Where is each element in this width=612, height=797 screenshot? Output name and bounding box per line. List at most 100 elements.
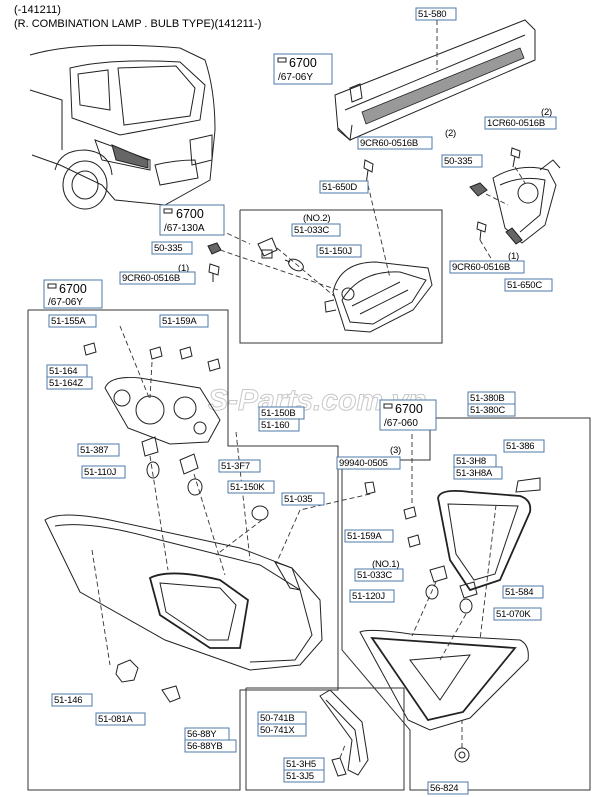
svg-text:51-387: 51-387: [80, 445, 108, 456]
clip-50-335-left: [207, 242, 222, 255]
part-label[interactable]: 51-035: [281, 492, 325, 506]
part-label[interactable]: 51-164: [46, 364, 88, 378]
svg-text:56-88YB: 56-88YB: [187, 741, 223, 752]
part-label[interactable]: 51-033C: [291, 223, 341, 237]
part-label[interactable]: 50-741X: [257, 723, 307, 737]
svg-text:51-3F7: 51-3F7: [221, 461, 250, 472]
part-label[interactable]: 50-335: [441, 154, 483, 168]
qty-note: (1): [178, 263, 189, 274]
svg-text:51-033C: 51-033C: [294, 225, 329, 236]
socket-51-3f7: [179, 453, 199, 475]
part-label[interactable]: 9CR60-0516B: [119, 271, 196, 285]
part-label[interactable]: 51-3H8: [453, 454, 497, 468]
bulb-51-150k: [187, 478, 203, 496]
part-label[interactable]: 51-380C: [467, 403, 516, 417]
frames: [27, 209, 591, 791]
cap-51-035: [251, 505, 269, 521]
ref-6700-left[interactable]: 6700 /67-06Y: [43, 279, 103, 309]
svg-text:51-580: 51-580: [418, 9, 446, 20]
part-label[interactable]: 51-150J: [316, 244, 362, 258]
svg-text:50-335: 50-335: [154, 243, 182, 254]
rear-fog-lamp-assembly: [324, 261, 433, 333]
part-label[interactable]: 51-146: [51, 693, 93, 707]
combination-lamp-right: [359, 629, 529, 731]
part-label[interactable]: 51-386: [503, 439, 545, 453]
qty-note: (3): [390, 445, 401, 456]
ref-6700-130a[interactable]: 6700 /67-130A: [159, 204, 225, 236]
svg-text:9CR60-0516B: 9CR60-0516B: [452, 262, 510, 273]
svg-text:51-3H8: 51-3H8: [456, 456, 486, 467]
part-label[interactable]: 51-150K: [227, 480, 275, 494]
part-labels[interactable]: 51-580 9CR60-0516B 1CR60-0516B 50-335 51…: [46, 7, 557, 795]
part-label[interactable]: 51-580: [415, 7, 457, 21]
part-label[interactable]: 51-159A: [344, 529, 394, 543]
ref-sub: /67-06Y: [48, 297, 83, 308]
svg-text:51-120J: 51-120J: [352, 591, 385, 602]
part-label[interactable]: 51-584: [502, 585, 544, 599]
socket-51-033c-right: [425, 565, 448, 600]
svg-text:51-160: 51-160: [261, 420, 289, 431]
ref-code: 6700: [59, 282, 87, 296]
part-label[interactable]: 51-033C: [354, 568, 404, 582]
svg-text:51-3H8A: 51-3H8A: [456, 468, 493, 479]
part-label[interactable]: 51-650C: [504, 278, 553, 292]
part-label[interactable]: 51-120J: [349, 589, 395, 603]
part-label[interactable]: 1CR60-0516B: [484, 116, 557, 130]
ref-sub: /67-06Y: [278, 72, 313, 83]
part-label[interactable]: 51-380B: [467, 391, 516, 405]
socket-51-387: [141, 436, 159, 457]
svg-text:51-150B: 51-150B: [261, 408, 296, 419]
part-label[interactable]: 51-159A: [159, 314, 209, 328]
part-label[interactable]: 51-110J: [81, 465, 126, 479]
reflector-lamp-right: [492, 159, 561, 245]
bulb-51-150j: [284, 258, 304, 272]
part-label[interactable]: 51-3H5: [283, 757, 325, 771]
grommet-51-146: [115, 659, 139, 683]
part-label[interactable]: 51-081A: [95, 712, 146, 726]
part-label[interactable]: 51-3F7: [218, 459, 261, 473]
nut-56-824: [454, 747, 470, 763]
part-label[interactable]: 51-070K: [493, 607, 542, 621]
trim-50-741b: [319, 689, 369, 776]
part-label[interactable]: 51-387: [77, 443, 120, 457]
svg-text:51-386: 51-386: [506, 441, 534, 452]
bolt-1cr60-right: [510, 147, 521, 168]
svg-text:51-155A: 51-155A: [51, 316, 86, 327]
ref-code: 6700: [395, 402, 423, 416]
qty-note: (NO.1): [372, 559, 399, 570]
svg-text:51-380B: 51-380B: [470, 393, 505, 404]
part-label[interactable]: 56-88Y: [184, 727, 230, 741]
part-label[interactable]: 51-3H8A: [453, 466, 503, 480]
part-label[interactable]: 51-160: [258, 418, 300, 432]
part-label[interactable]: 56-88YB: [184, 739, 237, 753]
svg-text:99940-0505: 99940-0505: [339, 458, 388, 469]
part-label[interactable]: 9CR60-0516B: [449, 260, 525, 274]
ref-6700-top[interactable]: 6700 /67-06Y: [273, 53, 333, 85]
part-label[interactable]: 51-155A: [48, 314, 97, 328]
svg-text:51-650D: 51-650D: [322, 182, 357, 193]
part-label[interactable]: 51-650D: [319, 180, 369, 194]
part-label[interactable]: 51-164Z: [46, 376, 93, 390]
svg-text:51-159A: 51-159A: [347, 531, 382, 542]
svg-text:56-88Y: 56-88Y: [187, 729, 217, 740]
svg-text:51-159A: 51-159A: [162, 316, 197, 327]
pads-51-159a-center: [403, 506, 421, 548]
clips-51-3h5: [331, 757, 347, 777]
part-label[interactable]: 50-335: [151, 241, 193, 255]
qty-note: (NO.2): [303, 213, 330, 224]
ref-sub: /67-060: [384, 418, 418, 429]
svg-text:9CR60-0516B: 9CR60-0516B: [360, 138, 418, 149]
svg-text:51-033C: 51-033C: [357, 570, 392, 581]
part-label[interactable]: 99940-0505: [336, 456, 401, 470]
part-label[interactable]: 50-741B: [257, 711, 307, 725]
part-label[interactable]: 9CR60-0516B: [357, 136, 433, 150]
screw-99940-0505: [364, 481, 376, 495]
part-label[interactable]: 51-150B: [258, 406, 305, 420]
part-label[interactable]: 56-824: [427, 781, 469, 795]
part-label[interactable]: 51-3J5: [283, 769, 325, 783]
gasket-51-3h8: [437, 477, 541, 592]
ref-6700-060[interactable]: 6700 /67-060: [379, 399, 437, 431]
svg-text:50-741B: 50-741B: [260, 713, 295, 724]
pads-51-159a: [149, 346, 221, 372]
bulb-socket-51-033c: [257, 237, 278, 259]
